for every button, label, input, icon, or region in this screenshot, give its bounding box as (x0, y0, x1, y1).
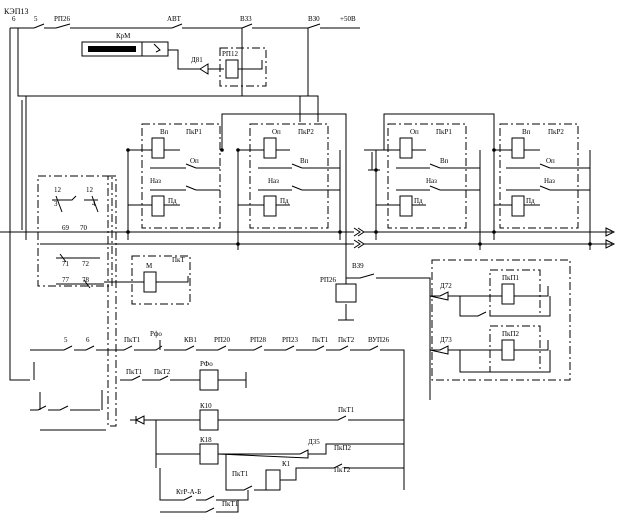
label-pkt1b: ПкТ1 (312, 336, 329, 344)
label-m: М (146, 262, 153, 270)
label-d35: Д35 (308, 438, 320, 446)
label-u4-vp: Вп (522, 128, 531, 136)
label-u1-vp: Вп (160, 128, 169, 136)
diode-d81 (199, 63, 224, 75)
label-u1-pkr: ПкР1 (186, 128, 202, 136)
label-pkt1f: ПкТ1 (222, 500, 239, 508)
label-rp20: РП20 (214, 336, 230, 344)
coil-rp12 (225, 59, 239, 79)
unit-pkr1-left (127, 123, 221, 240)
label-n12b: 12 (86, 186, 94, 194)
coil-k18 (199, 443, 219, 465)
krm-resistor (81, 41, 200, 70)
label-n5: 5 (64, 336, 68, 344)
label-u2-naz: Наз (268, 177, 279, 185)
label-pkt: ПкТ (172, 256, 185, 264)
label-k1: К1 (282, 460, 291, 468)
label-n77: 77 (62, 276, 70, 284)
label-d73: Д73 (440, 336, 452, 344)
label-u4-pd: Пд (526, 197, 535, 205)
coil-rp26 (335, 283, 357, 303)
label-pkt1a: ПкТ1 (124, 336, 141, 344)
label-t5: 5 (34, 15, 38, 23)
bus-lines (0, 149, 616, 249)
label-pkt1e: ПкТ1 (232, 470, 249, 478)
label-pkt1d: ПкТ1 (338, 406, 355, 414)
label-n70: 70 (80, 224, 88, 232)
label-vz0: ВЗ0 (308, 15, 320, 23)
label-n78: 78 (82, 276, 90, 284)
label-u4-op: Оп (546, 157, 555, 165)
coil-k1 (265, 469, 281, 491)
label-n4: 4 (92, 200, 96, 208)
label-d72: Д72 (440, 282, 452, 290)
unit-pkr1-right (372, 113, 495, 250)
label-u2-vp: Вп (300, 157, 309, 165)
label-u3-vp: Вп (440, 157, 449, 165)
label-pkg2b: ПкП2 (334, 444, 352, 452)
top-supply-line (9, 23, 360, 381)
label-plus50v: +50В (340, 15, 356, 23)
label-n6: 6 (86, 336, 90, 344)
coil-rfo (199, 369, 219, 391)
label-n72: 72 (82, 260, 90, 268)
label-u3-op: Оп (410, 128, 419, 136)
label-rp28: РП28 (250, 336, 266, 344)
label-u4-pkr: ПкР2 (548, 128, 564, 136)
label-u1-pd: Пд (168, 197, 177, 205)
left-connector-block (37, 175, 117, 427)
label-n3: 3 (54, 200, 58, 208)
label-pkt1c: ПкТ1 (126, 368, 143, 376)
junction-dots (126, 148, 592, 246)
coil-k10 (199, 409, 219, 431)
label-avt: АВТ (167, 15, 182, 23)
label-vu26: ВУП26 (368, 336, 390, 344)
control-chain (30, 340, 405, 490)
label-rpo-top: Рфо (150, 330, 162, 338)
label-u2-op: Оп (272, 128, 281, 136)
label-u4-naz: Наз (544, 177, 555, 185)
label-ktr: КтР-А-Б (176, 488, 201, 496)
label-u2-pd: Пд (280, 197, 289, 205)
title-label: КЭП13 (4, 7, 29, 16)
pkp-group (429, 259, 571, 381)
label-pkt2a: ПкТ2 (338, 336, 355, 344)
label-u2-pkr: ПкР2 (298, 128, 314, 136)
label-pkt2b: ПкТ2 (154, 368, 171, 376)
label-krm: КрМ (116, 32, 131, 40)
label-u3-pkr: ПкР1 (436, 128, 452, 136)
label-u3-pd: Пд (414, 197, 423, 205)
label-n71: 71 (62, 260, 70, 268)
label-k18: К18 (200, 436, 212, 444)
label-u1-naz: Наз (150, 177, 161, 185)
label-rp26: РП26 (320, 276, 336, 284)
label-n69: 69 (62, 224, 70, 232)
label-t6: 6 (12, 15, 16, 23)
label-rp12: РП12 (222, 50, 238, 58)
label-k10: К10 (200, 402, 212, 410)
label-pkg1: ПкП1 (502, 274, 520, 282)
label-rp23: РП23 (282, 336, 298, 344)
label-u1-op: Оп (190, 157, 199, 165)
unit-pkr2-right (493, 123, 591, 250)
label-rp26-top: РП26 (54, 15, 70, 23)
label-vz3: ВЗ3 (240, 15, 252, 23)
label-vz9: ВЗ9 (352, 262, 364, 270)
unit-pkr2-left (221, 113, 347, 250)
label-pkg2: ПкП2 (502, 330, 520, 338)
label-n12a: 12 (54, 186, 62, 194)
label-pkt2c: ПкТ2 (334, 466, 351, 474)
coil-m (143, 271, 157, 293)
label-d81: Д81 (191, 56, 203, 64)
label-rpo: РФо (200, 360, 213, 368)
label-u3-naz: Наз (426, 177, 437, 185)
lower-circuit (30, 390, 404, 513)
label-kv1: КВ1 (184, 336, 197, 344)
